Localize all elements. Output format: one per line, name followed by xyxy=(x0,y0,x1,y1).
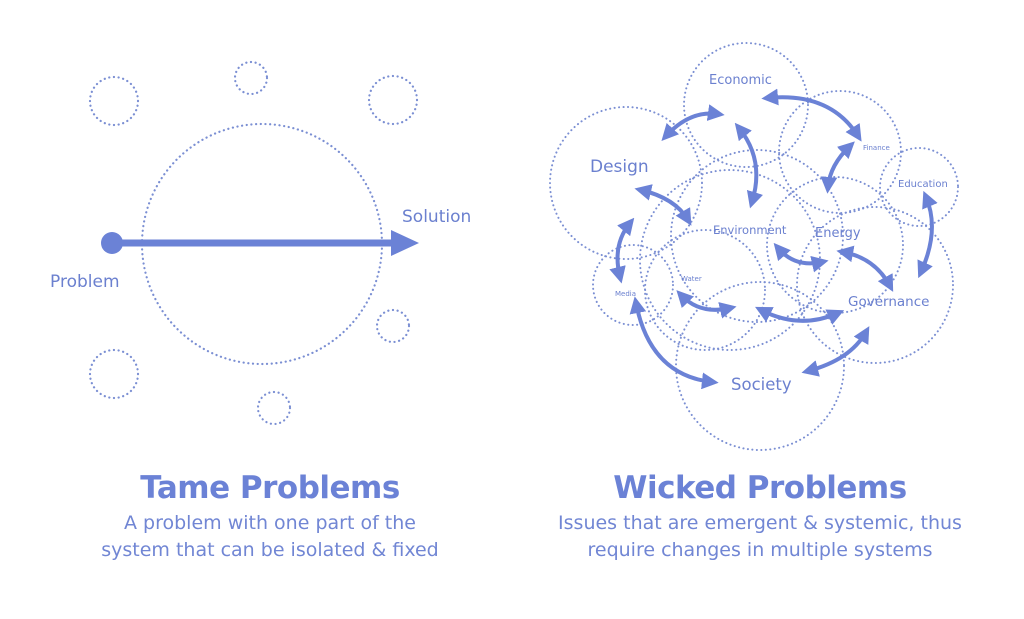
water-label: Water xyxy=(681,275,702,283)
tame-satellite-circle xyxy=(256,390,292,426)
governance-circle xyxy=(796,206,954,364)
wicked-labels: Economic Design Finance Education Enviro… xyxy=(590,73,948,394)
problem-label: Problem xyxy=(50,272,120,292)
governance-label: Governance xyxy=(848,294,929,310)
tame-satellite-circle xyxy=(375,308,411,344)
double-arrow xyxy=(661,104,725,141)
finance-label: Finance xyxy=(863,144,890,152)
finance-circle xyxy=(778,90,902,214)
tame-arrow xyxy=(101,230,419,256)
environment-label: Environment xyxy=(713,223,787,237)
double-arrow xyxy=(761,88,862,142)
media-label: Media xyxy=(615,290,636,298)
wicked-description-line-1: Issues that are emergent & systemic, thu… xyxy=(558,512,962,534)
energy-label: Energy xyxy=(815,226,861,241)
double-arrow xyxy=(836,245,894,292)
education-label: Education xyxy=(898,179,948,190)
double-arrow xyxy=(676,290,737,319)
double-arrow xyxy=(634,184,692,226)
double-arrow xyxy=(801,326,870,377)
arrowhead-icon xyxy=(391,230,419,256)
double-arrow xyxy=(734,122,764,209)
economic-circle xyxy=(683,42,809,168)
double-arrow xyxy=(609,217,635,284)
wicked-problems-description: Issues that are emergent & systemic, thu… xyxy=(510,510,1010,564)
tame-satellite-circle xyxy=(88,348,140,400)
economic-label: Economic xyxy=(709,73,772,88)
double-arrow xyxy=(629,296,719,390)
tame-description-line-1: A problem with one part of the xyxy=(124,512,416,534)
tame-description-line-2: system that can be isolated & fixed xyxy=(101,539,439,561)
tame-problems-description: A problem with one part of the system th… xyxy=(30,510,510,564)
design-label: Design xyxy=(590,157,649,177)
solution-label: Solution xyxy=(402,207,471,227)
society-label: Society xyxy=(731,375,792,394)
double-arrow xyxy=(773,242,829,273)
media-circle xyxy=(592,244,674,326)
water-circle xyxy=(644,229,766,351)
energy-circle xyxy=(766,176,904,314)
double-arrow xyxy=(917,190,938,279)
tame-satellite-circle xyxy=(367,74,419,126)
wicked-description-line-2: require changes in multiple systems xyxy=(587,539,933,561)
tame-satellite-circle xyxy=(88,75,140,127)
double-arrow xyxy=(755,306,845,325)
wicked-problems-title: Wicked Problems xyxy=(613,470,907,506)
tame-satellite-circle xyxy=(233,60,269,96)
tame-problems-title: Tame Problems xyxy=(140,470,400,506)
double-arrow xyxy=(820,141,855,194)
education-circle xyxy=(879,147,959,227)
design-circle xyxy=(549,106,703,260)
wicked-arrows xyxy=(609,88,938,390)
